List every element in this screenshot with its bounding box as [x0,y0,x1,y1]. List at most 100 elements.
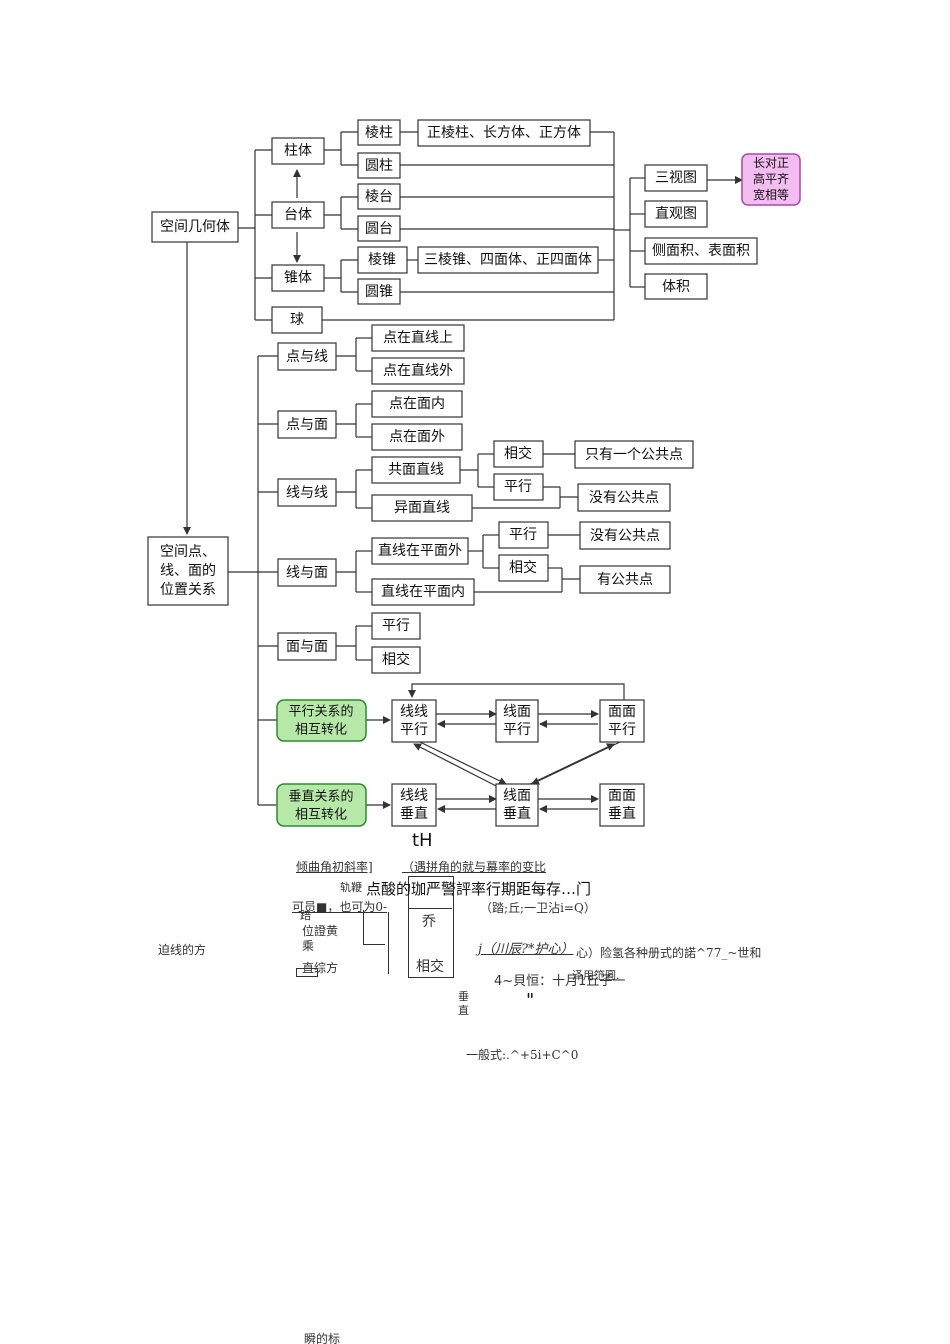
fragment-t10: 位證黄 [302,924,339,938]
box-volume [644,273,708,300]
label-parallel-2: 平行 [509,527,537,543]
label-pp-parallel-2: 平行 [608,722,636,738]
label-cone-body: 锥体 [284,270,312,286]
label-surface-area: 侧面积、表面积 [652,243,750,259]
label-pp-parallel-1: 面面 [608,704,636,720]
box-three-views [644,164,708,192]
box-sphere [271,306,323,334]
box-round-frustum [357,215,401,242]
box-intersect-2 [498,554,549,582]
box-ll-parallel [391,699,437,743]
label-point-off-plane: 点在面外 [389,429,445,445]
box-point-plane [277,410,337,439]
box-prism-types [417,119,591,147]
label-position-1: 空间点、 [160,544,216,560]
label-round-frustum: 圆台 [365,221,393,237]
label-parallel-conv-1: 平行关系的 [288,704,353,720]
box-skew-lines [371,494,473,522]
label-frustum: 棱台 [365,189,393,205]
label-intersect-1: 相交 [504,445,532,462]
box-no-common-2 [579,521,671,550]
box-no-common-1 [577,483,671,512]
fragment-t1: tH [412,830,433,851]
fragment-t11: 乘 [302,939,315,953]
label-coplanar-lines: 共面直线 [388,461,444,478]
label-intersect-3: 相交 [382,651,410,668]
box-surface-area [644,237,758,265]
box-ll-perp [391,783,437,827]
box-point-off-line [371,357,465,385]
label-only-one-common: 只有一个公共点 [585,447,683,463]
label-point-line: 点与线 [286,349,328,365]
box-space-geometry [151,211,239,243]
fragment-t23: 瞬的标 [304,1332,341,1344]
fragment-t13: j（川辰?*护心） [478,942,574,957]
label-cylinder: 圆柱 [365,158,393,174]
box-line-line [277,478,337,507]
box-plane-plane [277,632,337,661]
knowledge-map-diagram: 空间几何体 柱体 台体 锥体 球 棱柱 正棱柱、长方体、正方体 圆柱 棱台 圆台… [147,119,801,827]
fragment-rule-3 [388,912,389,974]
label-no-common-2: 没有公共点 [590,528,660,544]
box-intersect-1 [493,440,544,468]
label-intersect-2: 相交 [509,559,537,576]
fragment-t17: 4~貝恒：十月1丘子一 [494,974,626,989]
box-parallel-3 [371,612,421,640]
label-prism-body: 柱体 [284,143,312,159]
box-point-off-plane [371,423,463,451]
label-line-line: 线与线 [286,485,328,501]
fragment-rule-1 [363,910,364,944]
label-prism-types: 正棱柱、长方体、正方体 [427,125,581,141]
label-ll-perp-1: 线线 [400,788,428,804]
label-lp-parallel-1: 线面 [503,704,531,720]
box-pp-parallel [599,699,645,743]
label-ll-perp-2: 垂直 [400,805,428,822]
fragment-box-divider [408,908,452,909]
box-line-outside-plane [371,537,469,565]
label-pyramid-types: 三棱锥、四面体、正四面体 [424,252,592,268]
fragment-t20: 直 [458,1004,469,1017]
fragment-t4: 轨鞭 [340,881,362,894]
label-skew-lines: 异面直线 [394,499,450,516]
fragment-t22: 一般式:.^+5i+C^0 [466,1048,579,1062]
box-parallel-1 [493,473,544,501]
box-parallel-conversion [276,699,367,742]
fragment-t21: " [526,990,535,1011]
box-cone [357,278,401,305]
label-point-in-plane: 点在面内 [389,396,445,412]
label-sphere: 球 [290,312,304,328]
label-space-geometry: 空间几何体 [160,219,230,235]
fragment-t18: 泽用笵圓. [572,969,620,982]
box-cone-body [271,264,325,292]
label-position-3: 位置关系 [160,582,216,598]
fragment-t15: 相交 [416,959,444,975]
box-point-in-plane [371,390,463,418]
box-coplanar-lines [371,456,461,484]
label-parallel-1: 平行 [504,479,532,495]
label-point-plane: 点与面 [286,417,328,433]
box-pyramid-types [417,246,599,274]
label-pp-perp-2: 垂直 [608,805,636,822]
label-point-off-line: 点在直线外 [383,362,453,379]
box-intersect-3 [371,646,421,674]
label-point-on-line: 点在直线上 [383,329,453,346]
label-parallel-conv-2: 相互转化 [295,723,347,738]
box-point-line [277,342,337,371]
box-prism-body [271,137,325,165]
label-lp-perp-1: 线面 [503,788,531,804]
label-intuitive-view: 直观图 [655,205,697,222]
box-perp-conversion [276,783,367,827]
fragment-t7: （踏;丘;一卫沾i=Q） [480,901,596,915]
fragment-t19: 垂 [458,990,469,1003]
label-lp-parallel-2: 平行 [503,722,531,738]
box-view-rules [741,153,801,206]
fragment-t5: 点酸的珈严警評率行期距每存…门 [366,880,592,898]
fragment-small-box [296,968,318,977]
labels: 空间几何体 柱体 台体 锥体 球 棱柱 正棱柱、长方体、正方体 圆柱 棱台 圆台… [160,125,789,823]
box-lp-parallel [495,699,539,743]
label-three-views: 三视图 [655,170,697,186]
fragment-t12: 迫线的方 [158,943,207,957]
boxes [147,119,758,827]
label-pyramid: 棱锥 [368,252,396,268]
